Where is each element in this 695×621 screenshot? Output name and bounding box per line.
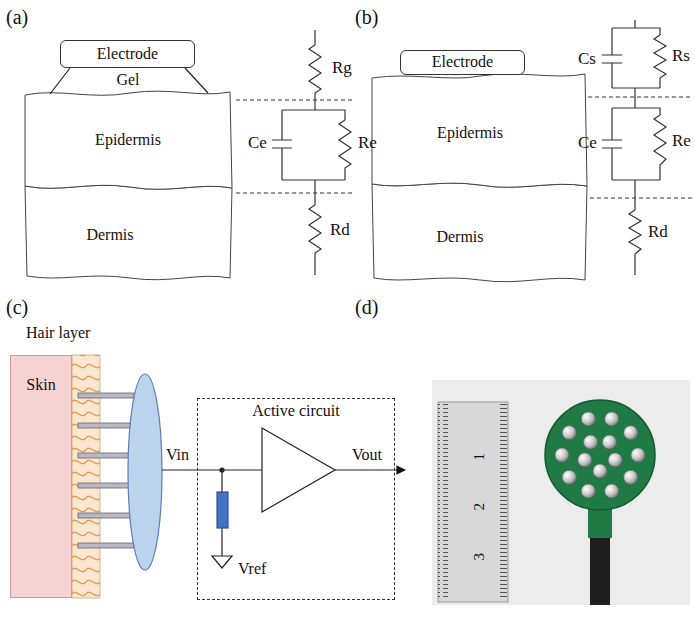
cable: [590, 530, 610, 605]
junction-dot: [220, 468, 224, 472]
hair-layer: [72, 355, 100, 598]
resistor-symbol: [654, 115, 666, 170]
dermis-layer: Dermis: [395, 222, 525, 252]
active-circuit-box: Active circuit: [197, 398, 395, 600]
dashed-divider: [588, 97, 693, 198]
pin: [631, 448, 645, 462]
signal-name: Vin: [166, 446, 189, 464]
ground-symbol: [212, 556, 232, 568]
node-text: Skin: [26, 376, 55, 394]
resistor-symbol: [654, 35, 666, 80]
pin: [605, 412, 619, 426]
signal-name: Vref: [238, 560, 266, 578]
pin: [578, 453, 592, 467]
photo-background: [432, 380, 690, 605]
dermis-layer: Dermis: [45, 220, 175, 250]
ruler-ticks: [438, 404, 448, 600]
electrode-pins: [555, 412, 645, 498]
pin: [624, 426, 638, 440]
skin-block: Skin: [10, 355, 72, 598]
dermis-shape: [25, 185, 232, 279]
pin: [581, 484, 595, 498]
component-label: Rg: [332, 58, 352, 78]
ruler-number: 1: [471, 453, 488, 461]
component-label: Rs: [672, 46, 690, 66]
ruler: [438, 402, 508, 602]
pin: [581, 412, 595, 426]
electrode-disc: [128, 374, 162, 570]
circuit-a: [236, 30, 352, 275]
resistor-symbol: [217, 492, 228, 528]
pin: [78, 393, 134, 398]
gel-outline: [50, 68, 208, 94]
pin: [605, 484, 619, 498]
pin: [562, 426, 576, 440]
gel-layer: Gel: [98, 68, 158, 92]
dermis-shape: [372, 183, 587, 282]
node-text: Electrode: [432, 53, 493, 71]
resistor-symbol: [629, 210, 641, 258]
wire: [162, 470, 262, 556]
ruler-number: 2: [471, 503, 488, 511]
node-text: Electrode: [97, 45, 158, 63]
hair-electrode: [72, 355, 162, 598]
resistor-symbol: [309, 45, 321, 95]
pin: [602, 435, 616, 449]
skin-layers-b: [372, 74, 587, 282]
epidermis-layer: Epidermis: [405, 118, 535, 148]
panel-letter: (c): [6, 296, 28, 319]
resistor-symbol: [309, 205, 321, 255]
hair-texture: [72, 355, 100, 598]
pin: [78, 423, 134, 428]
dashed-divider: [236, 100, 352, 193]
part-label: Hair layer: [26, 324, 90, 342]
node-text: Active circuit: [252, 402, 340, 420]
circuit-b: [588, 20, 693, 275]
component-label: Rd: [330, 220, 350, 240]
node-text: Epidermis: [437, 124, 503, 142]
amplifier-symbol: [262, 428, 335, 512]
electrode-box: Electrode: [60, 40, 195, 68]
resistor-symbol: [339, 120, 351, 172]
component-label: Re: [672, 131, 691, 151]
component-label: Cs: [578, 49, 596, 69]
electrode-box: Electrode: [400, 50, 525, 75]
pin: [78, 543, 134, 548]
pin: [562, 470, 576, 484]
pin: [78, 453, 134, 458]
component-label: Rd: [648, 222, 668, 242]
signal-name: Vout: [352, 446, 382, 464]
pin: [555, 448, 569, 462]
ruler-number: 3: [471, 553, 488, 561]
pcb-disc: [545, 400, 655, 510]
component-label: Ce: [248, 133, 267, 153]
photo: [432, 380, 690, 605]
component-label: Re: [358, 133, 377, 153]
electrode-pins: [78, 393, 134, 548]
pin: [584, 435, 598, 449]
panel-letter: (b): [355, 6, 378, 29]
component-label: Ce: [578, 133, 597, 153]
pin: [78, 483, 134, 488]
node-text: Dermis: [436, 228, 483, 246]
active-circuit-drawing: [162, 428, 405, 568]
ruler-ticks: [498, 404, 508, 600]
panel-letter: (a): [6, 6, 28, 29]
pin: [624, 470, 638, 484]
epidermis-shape: [25, 91, 232, 189]
epidermis-shape: [372, 74, 587, 187]
node-text: Epidermis: [95, 131, 161, 149]
pin: [608, 453, 622, 467]
pin: [78, 513, 134, 518]
pin: [593, 464, 607, 478]
epidermis-layer: Epidermis: [60, 125, 196, 155]
node-text: Gel: [116, 71, 139, 89]
skin-layers-a: [25, 68, 232, 280]
panel-letter: (d): [355, 296, 378, 319]
node-text: Dermis: [86, 226, 133, 244]
